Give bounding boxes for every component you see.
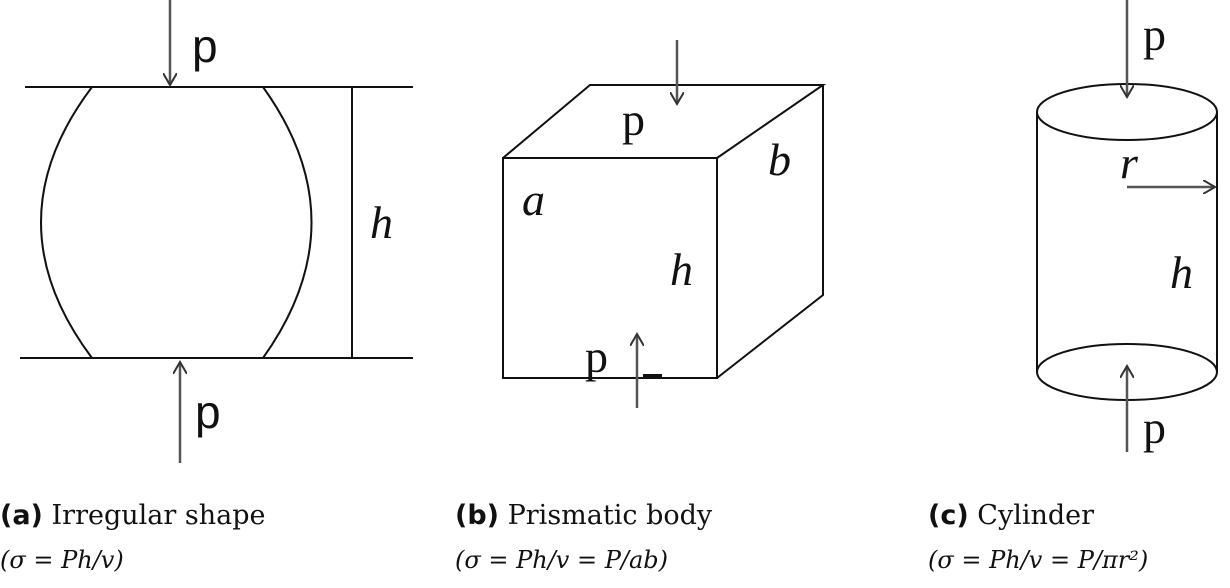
caption-tag: (c) bbox=[928, 500, 969, 531]
caption-tag: (a) bbox=[0, 500, 43, 531]
load-label-top: p bbox=[1143, 9, 1166, 60]
load-label-top: p bbox=[622, 94, 645, 145]
formula-b: (σ = Ph/v = P/ab) bbox=[455, 546, 668, 574]
height-label: h bbox=[370, 197, 393, 248]
caption-title: Cylinder bbox=[977, 500, 1095, 531]
caption-title: Prismatic body bbox=[507, 500, 713, 531]
height-label: h bbox=[1170, 247, 1193, 298]
prismatic-body-figure: p p a b h bbox=[502, 40, 827, 408]
caption-b: (b) Prismatic body bbox=[455, 500, 712, 531]
left-bulge-curve bbox=[40, 86, 93, 359]
caption-a: (a) Irregular shape bbox=[0, 500, 265, 531]
caption-title: Irregular shape bbox=[51, 500, 266, 531]
side-b-label: b bbox=[768, 134, 791, 185]
right-bulge-curve bbox=[262, 86, 313, 359]
height-label: h bbox=[670, 244, 693, 295]
caption-tag: (b) bbox=[455, 500, 500, 531]
caption-c: (c) Cylinder bbox=[928, 500, 1094, 531]
side-a-label: a bbox=[522, 174, 545, 225]
cube-top-face bbox=[502, 84, 827, 159]
cylinder-figure: p p r h bbox=[1036, 0, 1218, 453]
cube-front-face bbox=[502, 157, 718, 379]
load-label-bottom: p bbox=[585, 331, 608, 382]
cube-right-face bbox=[716, 85, 824, 379]
load-label-bottom: p bbox=[1143, 402, 1166, 453]
formula-c: (σ = Ph/v = P/πr²) bbox=[928, 546, 1149, 574]
irregular-shape-figure: p p h bbox=[20, 0, 413, 463]
formula-a: (σ = Ph/v) bbox=[0, 546, 124, 574]
load-label-top: p bbox=[192, 20, 218, 72]
load-label-bottom: p bbox=[195, 386, 221, 438]
radius-label: r bbox=[1120, 137, 1139, 188]
